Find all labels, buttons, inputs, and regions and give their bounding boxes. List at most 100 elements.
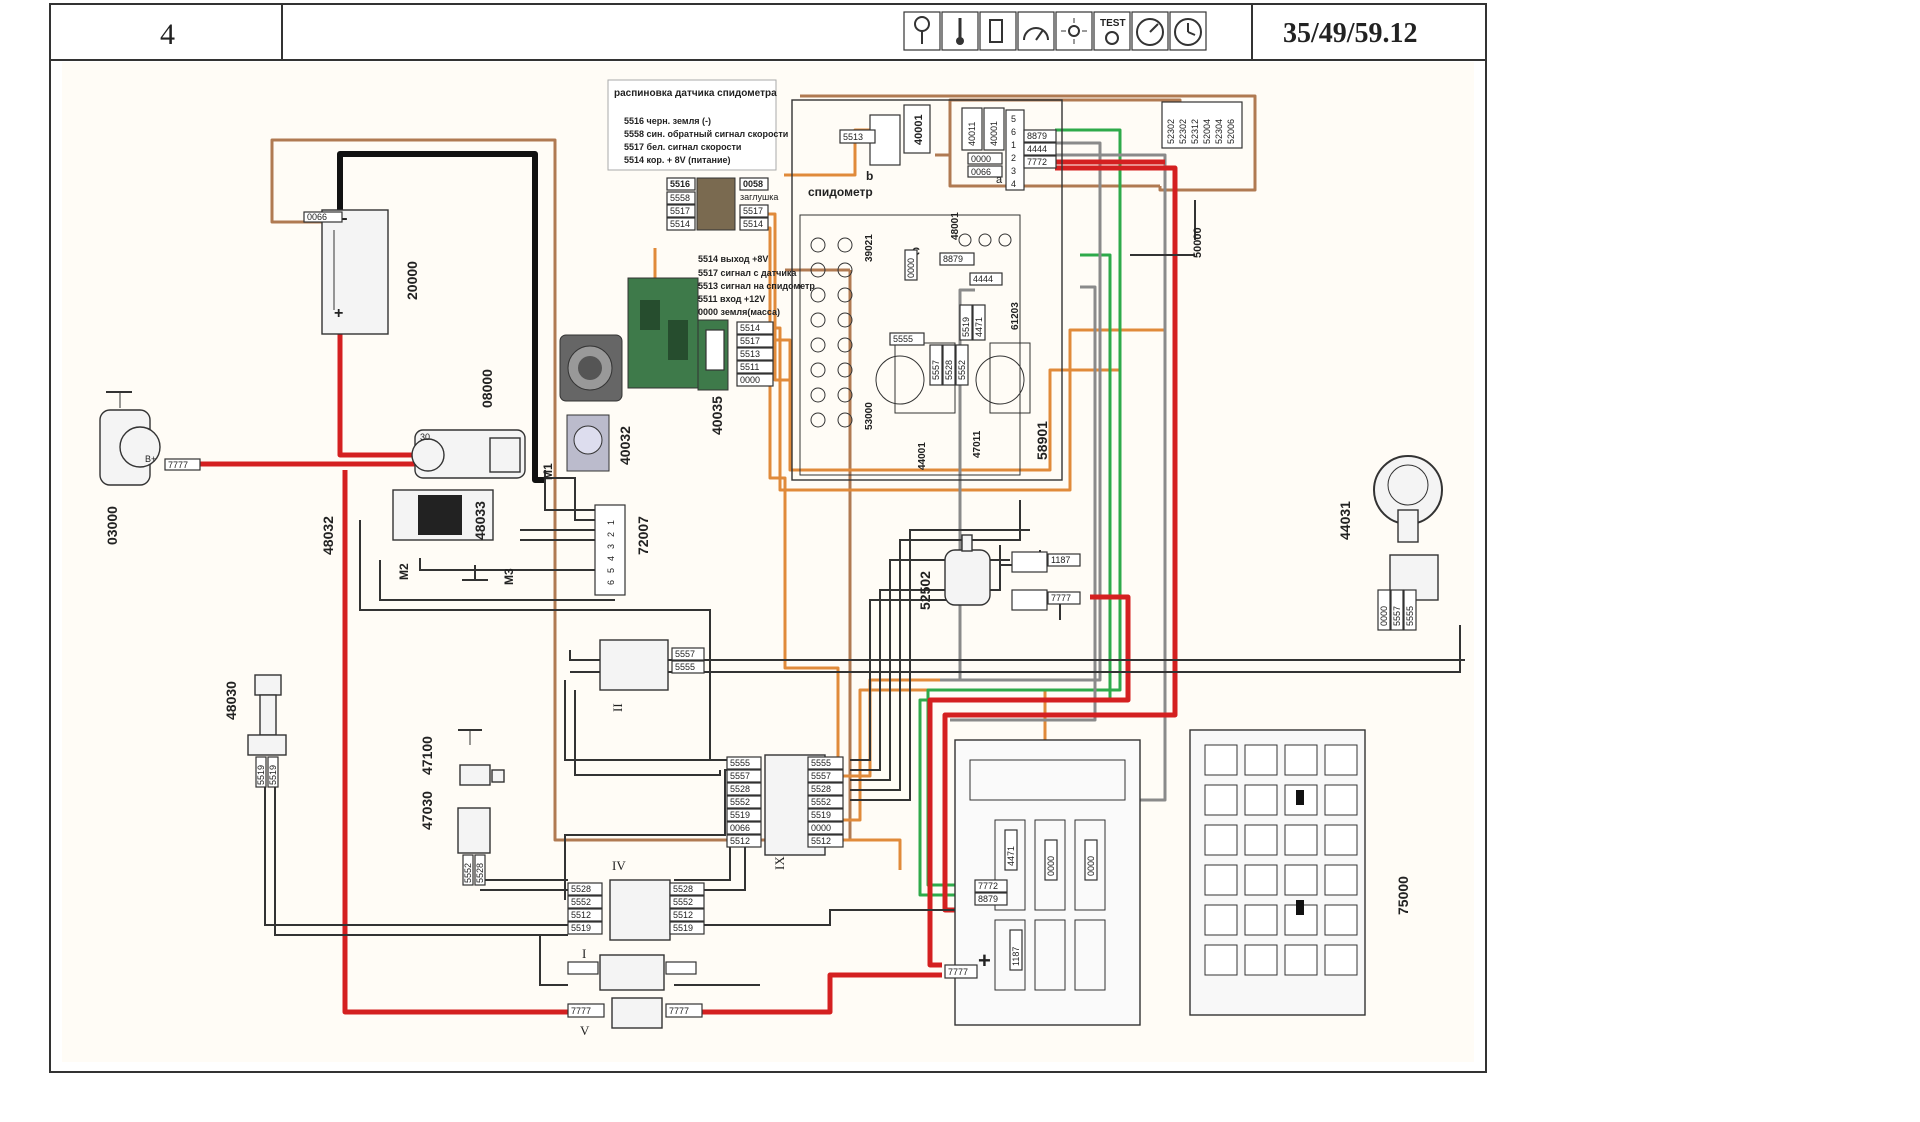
connector-72007: 1 2 3 4 5 6 72007 xyxy=(594,504,651,596)
svg-text:7772: 7772 xyxy=(1027,157,1047,167)
svg-text:5528: 5528 xyxy=(944,360,954,380)
svg-text:5557: 5557 xyxy=(730,771,750,781)
red-wire xyxy=(342,470,568,1015)
svg-text:8879: 8879 xyxy=(978,894,998,904)
svg-text:5517 сигнал с датчика: 5517 сигнал с датчика xyxy=(698,268,797,278)
svg-text:5514 выход +8V: 5514 выход +8V xyxy=(698,254,768,264)
svg-text:0066: 0066 xyxy=(307,212,327,222)
svg-text:5528: 5528 xyxy=(730,784,750,794)
svg-text:40011: 40011 xyxy=(967,122,977,146)
svg-text:II: II xyxy=(610,703,625,712)
svg-text:a: a xyxy=(996,174,1003,186)
brown-wire xyxy=(935,153,1160,188)
connector-40035: 5514 5517 5513 5511 0000 40035 xyxy=(705,321,774,435)
svg-text:52004: 52004 xyxy=(1202,119,1212,144)
svg-text:0000: 0000 xyxy=(740,375,760,385)
svg-text:5517: 5517 xyxy=(670,206,690,216)
svg-text:b: b xyxy=(866,169,873,183)
svg-text:+: + xyxy=(334,305,343,322)
svg-text:4444: 4444 xyxy=(1027,144,1047,154)
svg-text:5513 сигнал на спидометр: 5513 сигнал на спидометр xyxy=(698,281,815,291)
component-48033: 48033 xyxy=(472,501,488,540)
svg-text:3: 3 xyxy=(1011,166,1016,176)
svg-text:7777: 7777 xyxy=(168,460,188,470)
svg-text:0058: 0058 xyxy=(743,179,763,189)
svg-text:1187: 1187 xyxy=(1051,555,1070,565)
svg-text:7777: 7777 xyxy=(1051,593,1071,603)
clock-icon xyxy=(1169,11,1207,51)
legend-line: 5517 бел. сигнал скорости xyxy=(624,142,741,152)
svg-text:B+: B+ xyxy=(145,454,156,464)
svg-text:5557: 5557 xyxy=(675,649,695,659)
gauge-icon xyxy=(1017,11,1055,51)
svg-text:5519: 5519 xyxy=(256,765,266,785)
svg-text:4: 4 xyxy=(1011,179,1016,189)
fuel-pump-icon xyxy=(979,11,1017,51)
component-52502: 52502 xyxy=(917,571,933,610)
svg-text:5557: 5557 xyxy=(1392,606,1402,626)
green-wire xyxy=(926,128,1122,887)
svg-text:5517: 5517 xyxy=(740,336,760,346)
svg-text:5555: 5555 xyxy=(730,758,750,768)
svg-text:40001: 40001 xyxy=(989,121,999,146)
grey-wire xyxy=(950,285,1097,722)
brown-wire xyxy=(800,94,1257,192)
sun-icon xyxy=(1055,11,1093,51)
speedometer-label: спидометр xyxy=(808,185,873,199)
svg-text:5511 вход +12V: 5511 вход +12V xyxy=(698,294,765,304)
svg-text:0000: 0000 xyxy=(906,258,916,278)
component-39021: 39021 xyxy=(864,234,875,262)
svg-text:TEST: TEST xyxy=(1100,18,1126,29)
svg-text:8879: 8879 xyxy=(1027,131,1047,141)
legend-line: 5516 черн. земля (-) xyxy=(624,116,711,126)
connector-ix-right-pins: 5555 5557 5528 5552 5519 0000 5512 xyxy=(807,756,844,848)
svg-text:5517: 5517 xyxy=(743,206,763,216)
svg-text:7777: 7777 xyxy=(948,967,968,977)
svg-text:5555: 5555 xyxy=(1405,606,1415,626)
svg-text:1: 1 xyxy=(1011,140,1016,150)
cluster-connector-pins: 5557 5528 5552 5519 4471 xyxy=(929,304,986,386)
instrument-cluster: 39021 48001 53000 44001 47011 61203 A C … xyxy=(791,99,1063,481)
svg-text:5552: 5552 xyxy=(957,360,967,380)
grey-wire xyxy=(940,141,1102,682)
red-wire xyxy=(337,330,425,458)
sensor-44031: 44031 0000 5557 5555 xyxy=(1337,455,1443,631)
svg-text:0000: 0000 xyxy=(971,154,991,164)
svg-text:2: 2 xyxy=(1011,153,1016,163)
svg-text:0066: 0066 xyxy=(971,167,991,177)
svg-text:M2: M2 xyxy=(397,563,411,580)
alternator-03000: B+ 7777 03000 xyxy=(99,391,201,545)
connector-ii: 5557 5555 II xyxy=(599,639,705,712)
svg-text:4471: 4471 xyxy=(1006,846,1016,866)
svg-text:5514: 5514 xyxy=(740,323,760,333)
svg-text:I: I xyxy=(582,946,586,961)
svg-text:52006: 52006 xyxy=(1226,119,1236,144)
svg-text:5511: 5511 xyxy=(740,362,759,372)
legend-line: 5514 кор. + 8V (питание) xyxy=(624,155,731,165)
svg-text:30: 30 xyxy=(420,432,430,442)
svg-text:8879: 8879 xyxy=(943,254,963,264)
svg-text:52302: 52302 xyxy=(1178,119,1188,144)
black-wire xyxy=(337,151,545,483)
svg-text:5: 5 xyxy=(1011,114,1016,124)
svg-text:5512: 5512 xyxy=(673,910,693,920)
svg-text:5552: 5552 xyxy=(673,897,693,907)
svg-text:5519: 5519 xyxy=(673,923,693,933)
svg-text:V: V xyxy=(580,1023,590,1038)
svg-text:6: 6 xyxy=(606,580,616,585)
component-58901: 58901 xyxy=(1034,421,1050,460)
svg-text:5555: 5555 xyxy=(675,662,695,672)
svg-text:5557: 5557 xyxy=(811,771,831,781)
svg-text:5519: 5519 xyxy=(961,317,971,337)
svg-text:52304: 52304 xyxy=(1214,119,1224,144)
test-icon: TEST xyxy=(1093,11,1131,51)
svg-text:5555: 5555 xyxy=(811,758,831,768)
svg-text:7772: 7772 xyxy=(978,881,998,891)
svg-text:0000: 0000 xyxy=(1379,606,1389,626)
doc-code: 35/49/59.12 xyxy=(1283,18,1418,49)
component-50000: 50000 xyxy=(1192,227,1204,258)
connector-iv: IV 5528 5552 5512 5519 5528 5552 5512 55… xyxy=(567,858,705,941)
panel-connector: 40011 40001 5 6 1 2 3 4 a 0000 0066 8879… xyxy=(961,107,1057,191)
svg-text:52312: 52312 xyxy=(1190,119,1200,144)
